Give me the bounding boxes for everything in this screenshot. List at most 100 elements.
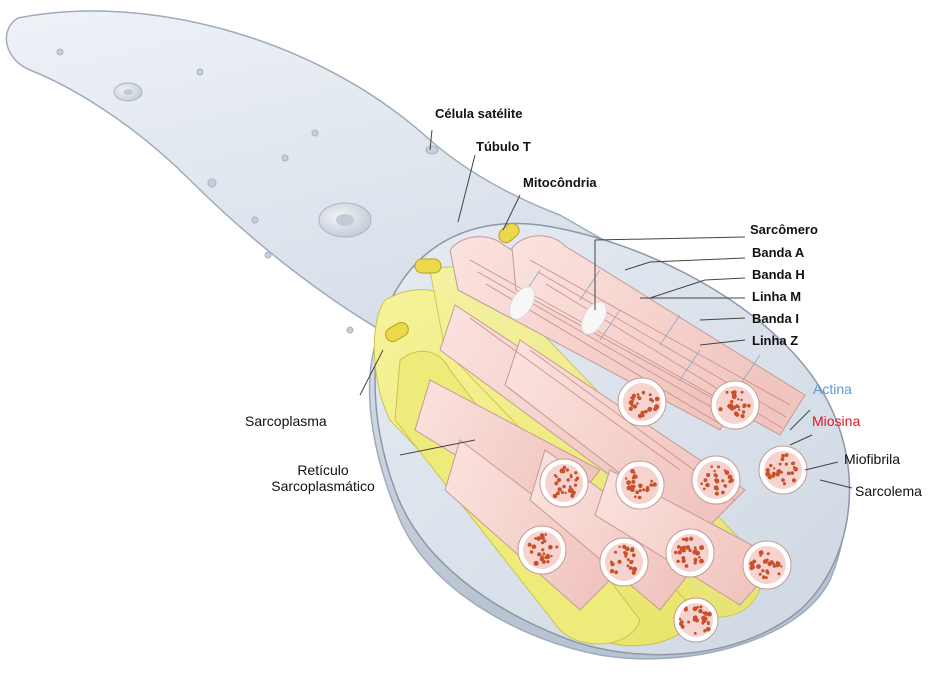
filament-dot (623, 551, 626, 554)
filament-dot (642, 488, 645, 491)
filament-dot (540, 533, 544, 537)
filament-dot (741, 391, 744, 394)
filament-dot (785, 463, 788, 466)
filament-dot (610, 562, 614, 566)
filament-dot (642, 391, 645, 394)
filament-dot (550, 555, 552, 557)
filament-dot (694, 558, 698, 562)
label-banda-a: Banda A (752, 246, 804, 261)
filament-dot (781, 454, 785, 458)
filament-dot (684, 537, 688, 541)
filament-dot (544, 533, 547, 536)
filament-dot (530, 550, 533, 553)
filament-dot (715, 492, 719, 496)
filament-dot (771, 474, 775, 478)
filament-dot (655, 397, 660, 402)
filament-dot (763, 559, 768, 564)
filament-dot (749, 561, 754, 566)
filament-dot (732, 406, 736, 410)
filament-dot (742, 410, 745, 413)
filament-dot (635, 490, 639, 494)
filament-dot (780, 565, 782, 567)
filament-dot (747, 404, 751, 408)
filament-dot (768, 476, 772, 480)
filament-dot (765, 569, 769, 573)
filament-dot (534, 561, 539, 566)
filament-dot (562, 485, 565, 488)
filament-dot (730, 400, 733, 403)
label-linha-m: Linha M (752, 290, 801, 305)
filament-dot (614, 551, 617, 554)
filament-dot (699, 545, 704, 550)
filament-dot (740, 399, 742, 401)
filament-dot (632, 394, 636, 398)
filament-dot (646, 490, 649, 493)
label-reticulo-line1: Retículo (258, 462, 388, 478)
filament-dot (630, 485, 634, 489)
label-miofibrila: Miofibrila (844, 451, 900, 467)
filament-dot (781, 478, 785, 482)
filament-dot (570, 494, 574, 498)
filament-dot (724, 485, 727, 488)
label-reticulo-sarcoplasmatico: Retículo Sarcoplasmático (258, 462, 388, 494)
filament-dot (737, 406, 740, 409)
filament-dot (721, 479, 724, 482)
filament-dot (687, 621, 690, 624)
label-banda-h: Banda H (752, 268, 805, 283)
label-actina: Actina (813, 381, 852, 397)
filament-dot (528, 543, 532, 547)
filament-dot (678, 550, 682, 554)
filament-dot (703, 488, 706, 491)
filament-dot (696, 606, 699, 609)
filament-dot (732, 393, 737, 398)
filament-dot (541, 555, 544, 558)
filament-dot (632, 571, 636, 575)
filament-dot (558, 487, 562, 491)
label-reticulo-line2: Sarcoplasmático (258, 478, 388, 494)
label-tubulo-t: Túbulo T (476, 140, 531, 155)
label-miosina: Miosina (812, 413, 860, 429)
filament-dot (654, 408, 657, 411)
filament-dot (575, 478, 578, 481)
filament-dot (706, 627, 711, 632)
filament-dot (647, 407, 652, 412)
myofibril-end (666, 529, 714, 577)
filament-dot (653, 482, 657, 486)
filament-dot (700, 482, 703, 485)
filament-dot (776, 472, 780, 476)
filament-dot (779, 463, 782, 466)
filament-dot (682, 538, 685, 541)
filament-dot (719, 407, 723, 411)
filament-dot (619, 546, 621, 548)
filament-dot (738, 409, 740, 411)
filament-dot (544, 556, 548, 560)
filament-dot (765, 576, 768, 579)
filament-dot (553, 494, 558, 499)
filament-dot (795, 468, 798, 471)
filament-dot (630, 404, 633, 407)
filament-dot (717, 465, 720, 468)
filament-dot (766, 468, 770, 472)
filament-dot (698, 556, 701, 559)
filament-dot (633, 474, 637, 478)
filament-dot (638, 484, 643, 489)
filament-dot (706, 473, 710, 477)
filament-dot (790, 471, 794, 475)
filament-dot (546, 560, 549, 563)
filament-dot (632, 553, 636, 557)
filament-dot (783, 482, 786, 485)
filament-dot (730, 478, 734, 482)
filament-dot (792, 478, 796, 482)
filament-dot (717, 479, 719, 481)
filament-dot (698, 609, 702, 613)
myofibril-end (618, 378, 666, 426)
filament-dot (563, 466, 567, 470)
filament-dot (787, 472, 791, 476)
filament-dot (650, 480, 653, 483)
filament-dot (567, 478, 570, 481)
label-sarcolema: Sarcolema (855, 483, 922, 499)
mitochondrion (415, 259, 441, 273)
filament-dot (713, 470, 715, 472)
filament-dot (778, 572, 781, 575)
filament-dot (689, 537, 693, 541)
